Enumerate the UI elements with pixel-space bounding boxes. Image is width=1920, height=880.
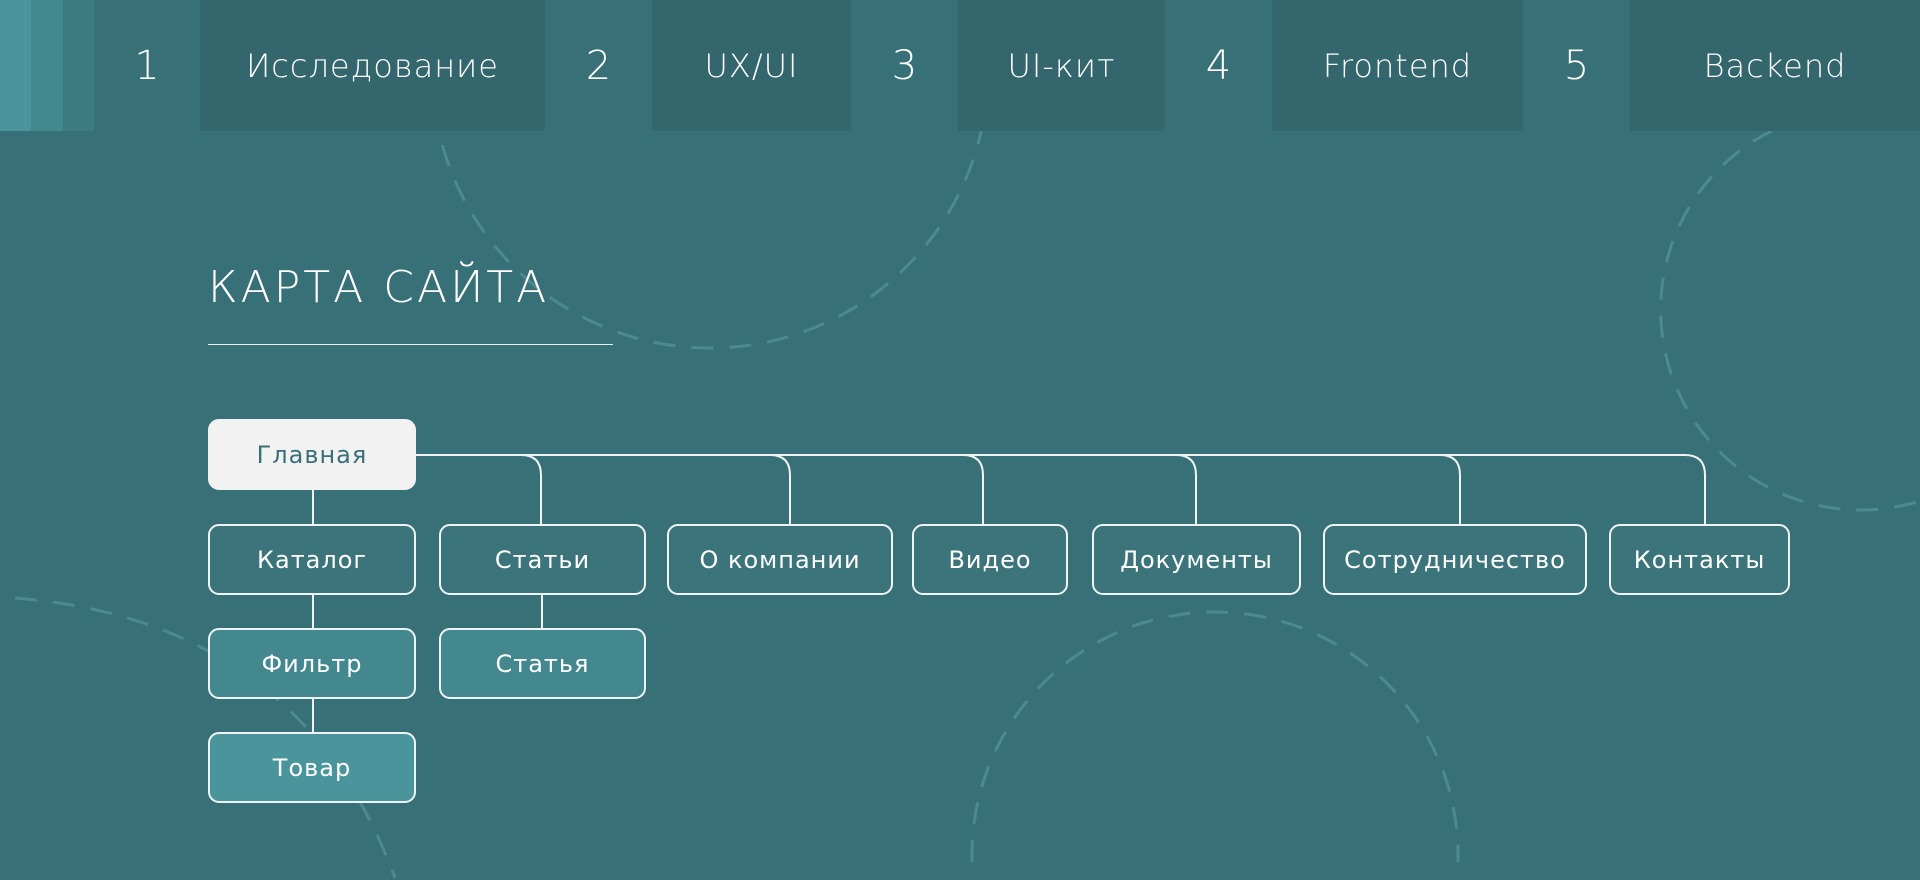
page-title: КАРТА САЙТА bbox=[208, 262, 550, 313]
tab-ui-kit[interactable]: UI-кит bbox=[958, 0, 1165, 131]
node-filter[interactable]: Фильтр bbox=[208, 628, 416, 699]
node-product[interactable]: Товар bbox=[208, 732, 416, 803]
process-steps-nav: 1 Исследование 2 UX/UI 3 UI-кит 4 Fronte… bbox=[0, 0, 1920, 131]
node-video[interactable]: Видео bbox=[912, 524, 1068, 595]
step-2-number[interactable]: 2 bbox=[585, 42, 612, 89]
tab-frontend[interactable]: Frontend bbox=[1272, 0, 1523, 131]
node-home[interactable]: Главная bbox=[208, 419, 416, 490]
node-articles[interactable]: Статьи bbox=[439, 524, 646, 595]
node-contacts[interactable]: Контакты bbox=[1609, 524, 1790, 595]
step-1-number[interactable]: 1 bbox=[134, 42, 160, 89]
accent-stripe bbox=[63, 0, 94, 131]
step-5-number[interactable]: 5 bbox=[1563, 42, 1590, 89]
tab-backend[interactable]: Backend bbox=[1630, 0, 1920, 131]
node-documents[interactable]: Документы bbox=[1092, 524, 1301, 595]
accent-stripe bbox=[0, 0, 31, 131]
step-4-number[interactable]: 4 bbox=[1205, 42, 1232, 89]
node-catalog[interactable]: Каталог bbox=[208, 524, 416, 595]
title-underline bbox=[208, 344, 613, 345]
tab-research[interactable]: Исследование bbox=[200, 0, 545, 131]
node-cooperation[interactable]: Сотрудничество bbox=[1323, 524, 1587, 595]
tab-ux-ui[interactable]: UX/UI bbox=[652, 0, 851, 131]
step-3-number[interactable]: 3 bbox=[891, 42, 918, 89]
node-article[interactable]: Статья bbox=[439, 628, 646, 699]
node-about[interactable]: О компании bbox=[667, 524, 893, 595]
accent-stripe bbox=[31, 0, 63, 131]
